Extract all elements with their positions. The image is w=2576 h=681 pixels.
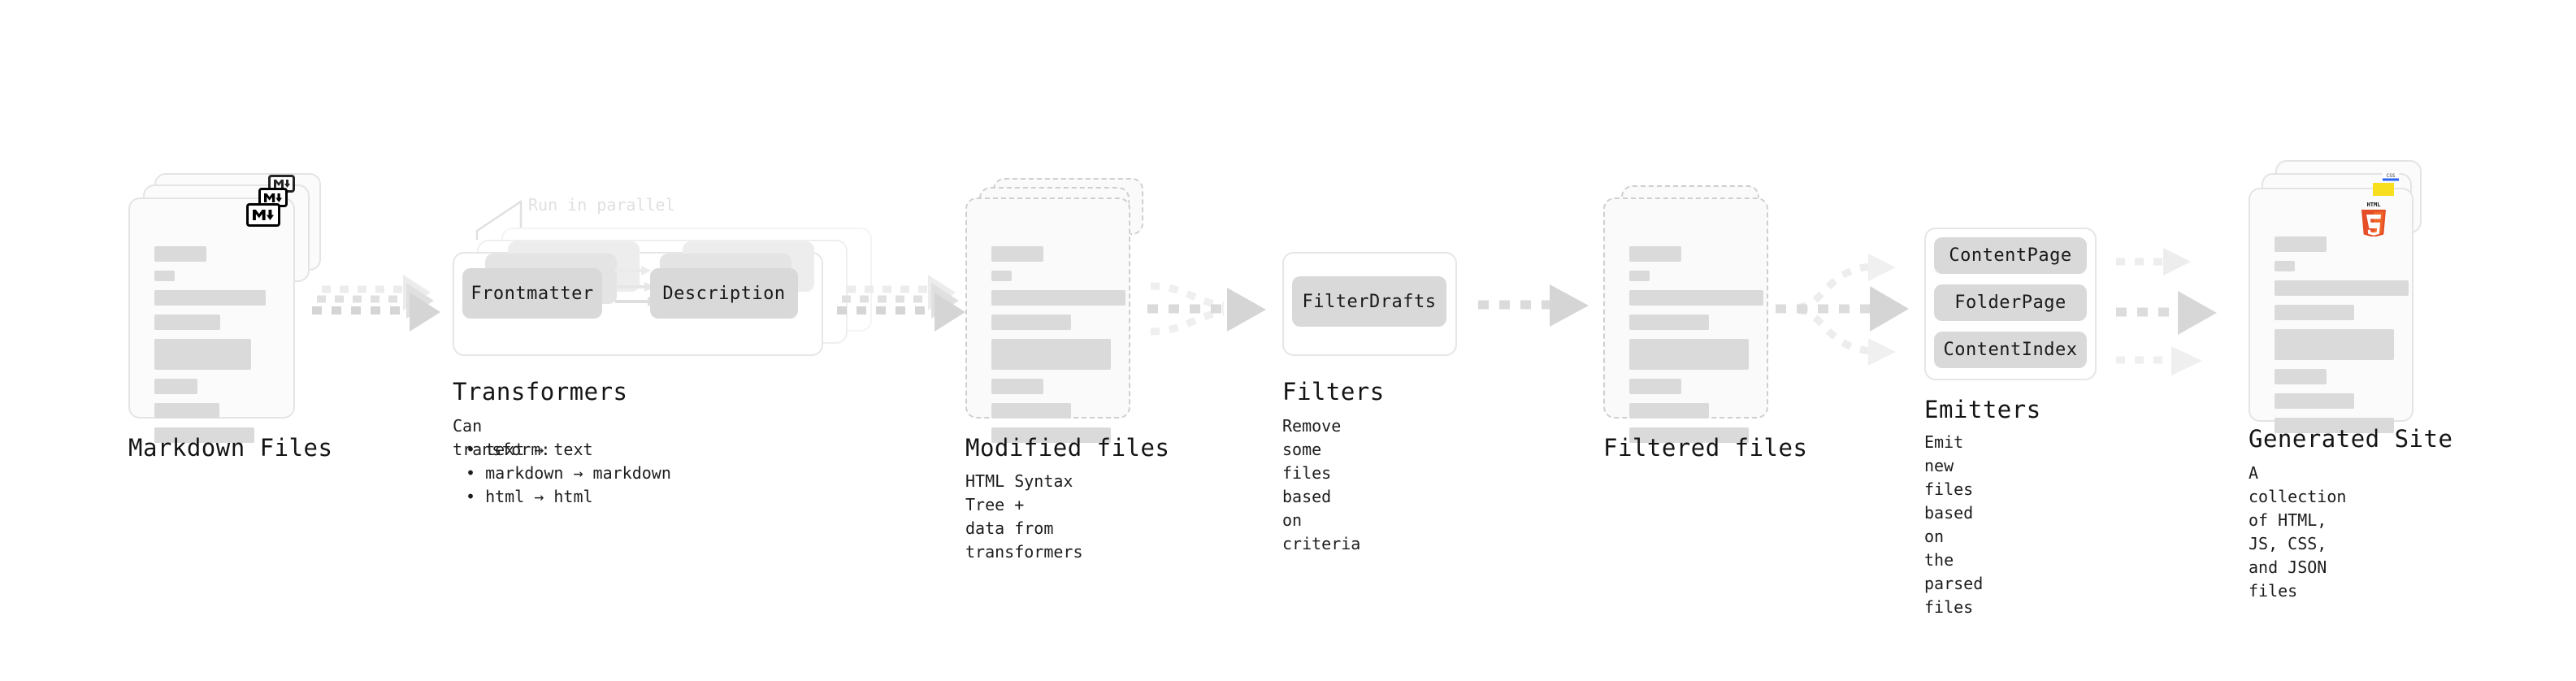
stage-title-markdown-files: Markdown Files — [128, 434, 333, 462]
filter-chip-filterdrafts-label: FilterDrafts — [1302, 291, 1437, 312]
site-doc-lines — [2275, 236, 2409, 442]
transformer-chip-frontmatter[interactable]: Frontmatter — [462, 268, 602, 319]
arrow-filters-to-filtered — [1478, 284, 1589, 327]
arrow-emitters-to-site — [2116, 248, 2217, 375]
run-in-parallel-bracket — [475, 199, 523, 240]
modified-doc-lines — [991, 246, 1125, 452]
emitter-chip-folderpage[interactable]: FolderPage — [1934, 284, 2087, 321]
filtered-doc-front — [1603, 197, 1768, 443]
transformers-bullet-1: • markdown → markdown — [466, 463, 671, 483]
emitter-chip-folderpage-label: FolderPage — [1954, 293, 2066, 313]
site-doc-front — [2249, 188, 2413, 433]
transformer-chip-description[interactable]: Description — [650, 268, 798, 319]
markdown-icon — [246, 203, 280, 227]
filtered-doc-lines — [1629, 246, 1763, 452]
modified-files-subtitle: HTML Syntax Tree + data from transformer… — [965, 471, 1083, 562]
modified-doc-front — [965, 197, 1130, 443]
arrow-transformers-to-modified — [837, 275, 965, 332]
stage-title-transformers: Transformers — [453, 378, 628, 406]
svg-text:CSS: CSS — [2387, 173, 2396, 179]
emitter-chip-contentpage-label: ContentPage — [1949, 245, 2072, 266]
generated-site-subtitle: A collection of HTML, JS, CSS, and JSON … — [2249, 463, 2347, 601]
filter-chip-filterdrafts[interactable]: FilterDrafts — [1292, 276, 1446, 327]
transformers-bullets: • text → text • markdown → markdown • ht… — [453, 438, 671, 509]
arrow-modified-to-filters — [1147, 282, 1266, 336]
stage-title-emitters: Emitters — [1924, 396, 2041, 423]
js-icon — [2373, 183, 2394, 196]
transformers-bullet-0: • text → text — [466, 440, 593, 459]
transformers-subtitle: Can transform: — [453, 416, 551, 459]
markdown-doc-front — [128, 197, 295, 443]
stage-title-filtered-files: Filtered files — [1603, 434, 1808, 462]
svg-text:HTML: HTML — [2367, 202, 2381, 208]
transformer-chip-frontmatter-label: Frontmatter — [471, 283, 594, 304]
transformer-chip-description-label: Description — [662, 283, 786, 304]
run-in-parallel-label: Run in parallel — [528, 195, 675, 215]
emitter-chip-contentindex[interactable]: ContentIndex — [1934, 332, 2087, 368]
emitter-chip-contentindex-label: ContentIndex — [1943, 340, 2078, 360]
stage-title-modified-files: Modified files — [965, 434, 1170, 462]
stage-title-generated-site: Generated Site — [2249, 425, 2453, 453]
arrow-markdown-to-transformers — [312, 275, 440, 332]
filters-subtitle: Remove some files based on criteria — [1282, 416, 1361, 553]
emitter-chip-contentpage[interactable]: ContentPage — [1934, 237, 2087, 274]
arrow-filtered-to-emitters — [1776, 254, 1909, 366]
stage-title-filters: Filters — [1282, 378, 1385, 406]
markdown-doc-lines — [154, 246, 274, 452]
html5-icon: HTML — [2358, 199, 2389, 237]
emitters-subtitle: Emit new files based on the parsed files — [1924, 432, 1984, 617]
css3-icon: CSS — [2383, 169, 2399, 181]
transformers-bullet-2: • html → html — [466, 487, 593, 506]
